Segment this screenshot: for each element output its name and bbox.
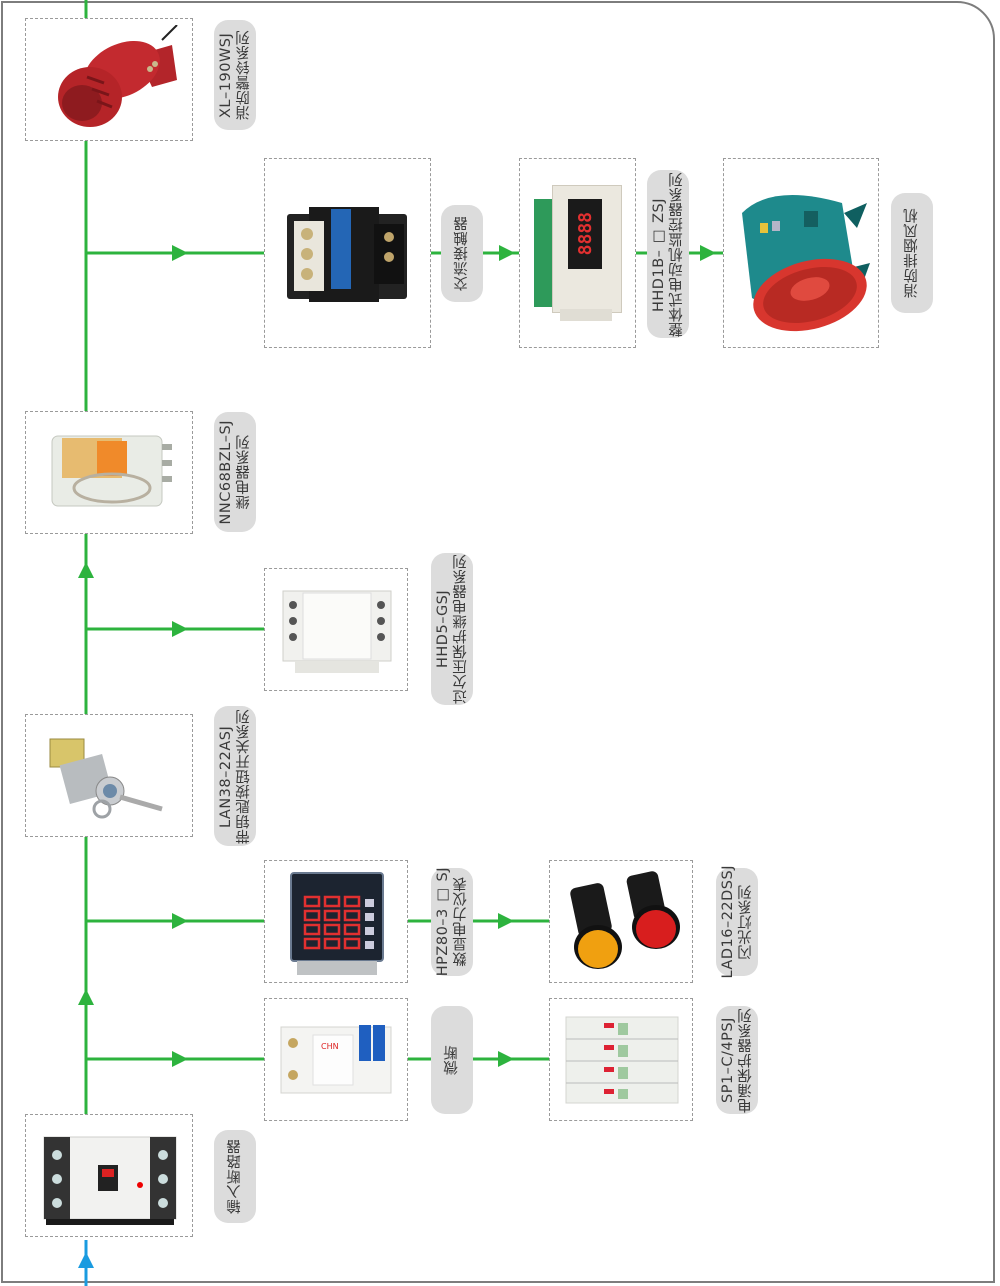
contactor-image: [287, 207, 407, 302]
branch-arrow-icon: [172, 621, 188, 637]
motor-monitor-box: 8888: [519, 158, 636, 348]
input-breaker-image: [43, 1136, 177, 1225]
key-switch-model: LAN38–22ASJ: [218, 724, 234, 828]
trunk-arrow-icon: [78, 989, 94, 1005]
motor-monitor-image: 8888: [534, 181, 622, 321]
contactor-box: [264, 158, 431, 348]
fan-label: 消防排烟风机: [891, 193, 933, 313]
surge-box: [549, 998, 693, 1121]
voltage-relay-name: 过欠压保护继电器系列: [453, 554, 469, 704]
input-breaker-name: 输入断路器: [227, 1139, 243, 1214]
key-switch-box: [25, 714, 193, 837]
relay-name: 继电器系列: [236, 434, 252, 510]
fan-name: 消防排烟风机: [904, 208, 920, 298]
micro-breaker-image: CHN: [280, 1025, 392, 1094]
surge-protector-image: [565, 1016, 679, 1104]
contactor-name: 交流接触器: [454, 216, 470, 291]
branch-arrow-icon: [172, 245, 188, 261]
trunk-arrow-icon: [78, 562, 94, 578]
bell-model: XL–190WSJ: [218, 32, 234, 118]
branch-arrow-icon: [700, 245, 716, 261]
key-switch-image: [49, 738, 163, 819]
smoke-exhaust-fan-image: [742, 195, 870, 332]
input-breaker-label: 输入断路器: [214, 1130, 256, 1223]
motor-monitor-name: 整体式电动机监控器系列: [669, 171, 685, 337]
surge-name: 电涌保护器系列: [738, 1007, 754, 1113]
power-meter-box: [264, 860, 408, 983]
monitor-display: 8888: [574, 212, 596, 256]
bell-box: [25, 18, 193, 141]
branch-arrow-icon: [498, 913, 514, 929]
svg-text:CHN: CHN: [321, 1042, 339, 1051]
voltage-relay-image: [282, 590, 392, 673]
flash-lamp-name: 闪光灯系列: [738, 884, 754, 960]
voltage-relay-model: HHD5–GSJ: [435, 589, 451, 669]
branch-arrow-icon: [499, 245, 515, 261]
flash-lamp-image: [570, 871, 680, 969]
bell-name: 消防警铃系列: [236, 30, 252, 120]
input-breaker-box: [25, 1114, 193, 1237]
motor-monitor-model: HHD1B– □ ZSJ: [651, 196, 667, 312]
branch-arrow-icon: [172, 1051, 188, 1067]
voltage-relay-box: [264, 568, 408, 691]
key-switch-name: 带钥匙按钮开关系列: [236, 708, 252, 844]
power-meter-name: 数显电力仪表: [453, 877, 469, 967]
relay-box: [25, 411, 193, 534]
micro-breaker-box: CHN: [264, 998, 408, 1121]
power-meter-model: HPZ80–3 □ SJ: [435, 867, 451, 977]
relay-image: [51, 435, 172, 507]
power-meter-image: [290, 872, 384, 975]
flash-lamp-model: LAD16–22DSSJ: [720, 865, 736, 979]
fan-box: [723, 158, 879, 348]
micro-breaker-label: 微断: [431, 1006, 473, 1114]
contactor-label: 交流接触器: [441, 205, 483, 302]
flash-lamp-box: [549, 860, 693, 983]
fire-bell-image: [58, 25, 178, 127]
micro-breaker-name: 微断: [444, 1045, 460, 1075]
relay-model: NNC68BZL–SJ: [218, 419, 234, 525]
branch-arrow-icon: [498, 1051, 514, 1067]
surge-model: SP1–C/4PSJ: [720, 1017, 736, 1103]
input-arrow-icon: [78, 1252, 94, 1268]
branch-arrow-icon: [172, 913, 188, 929]
